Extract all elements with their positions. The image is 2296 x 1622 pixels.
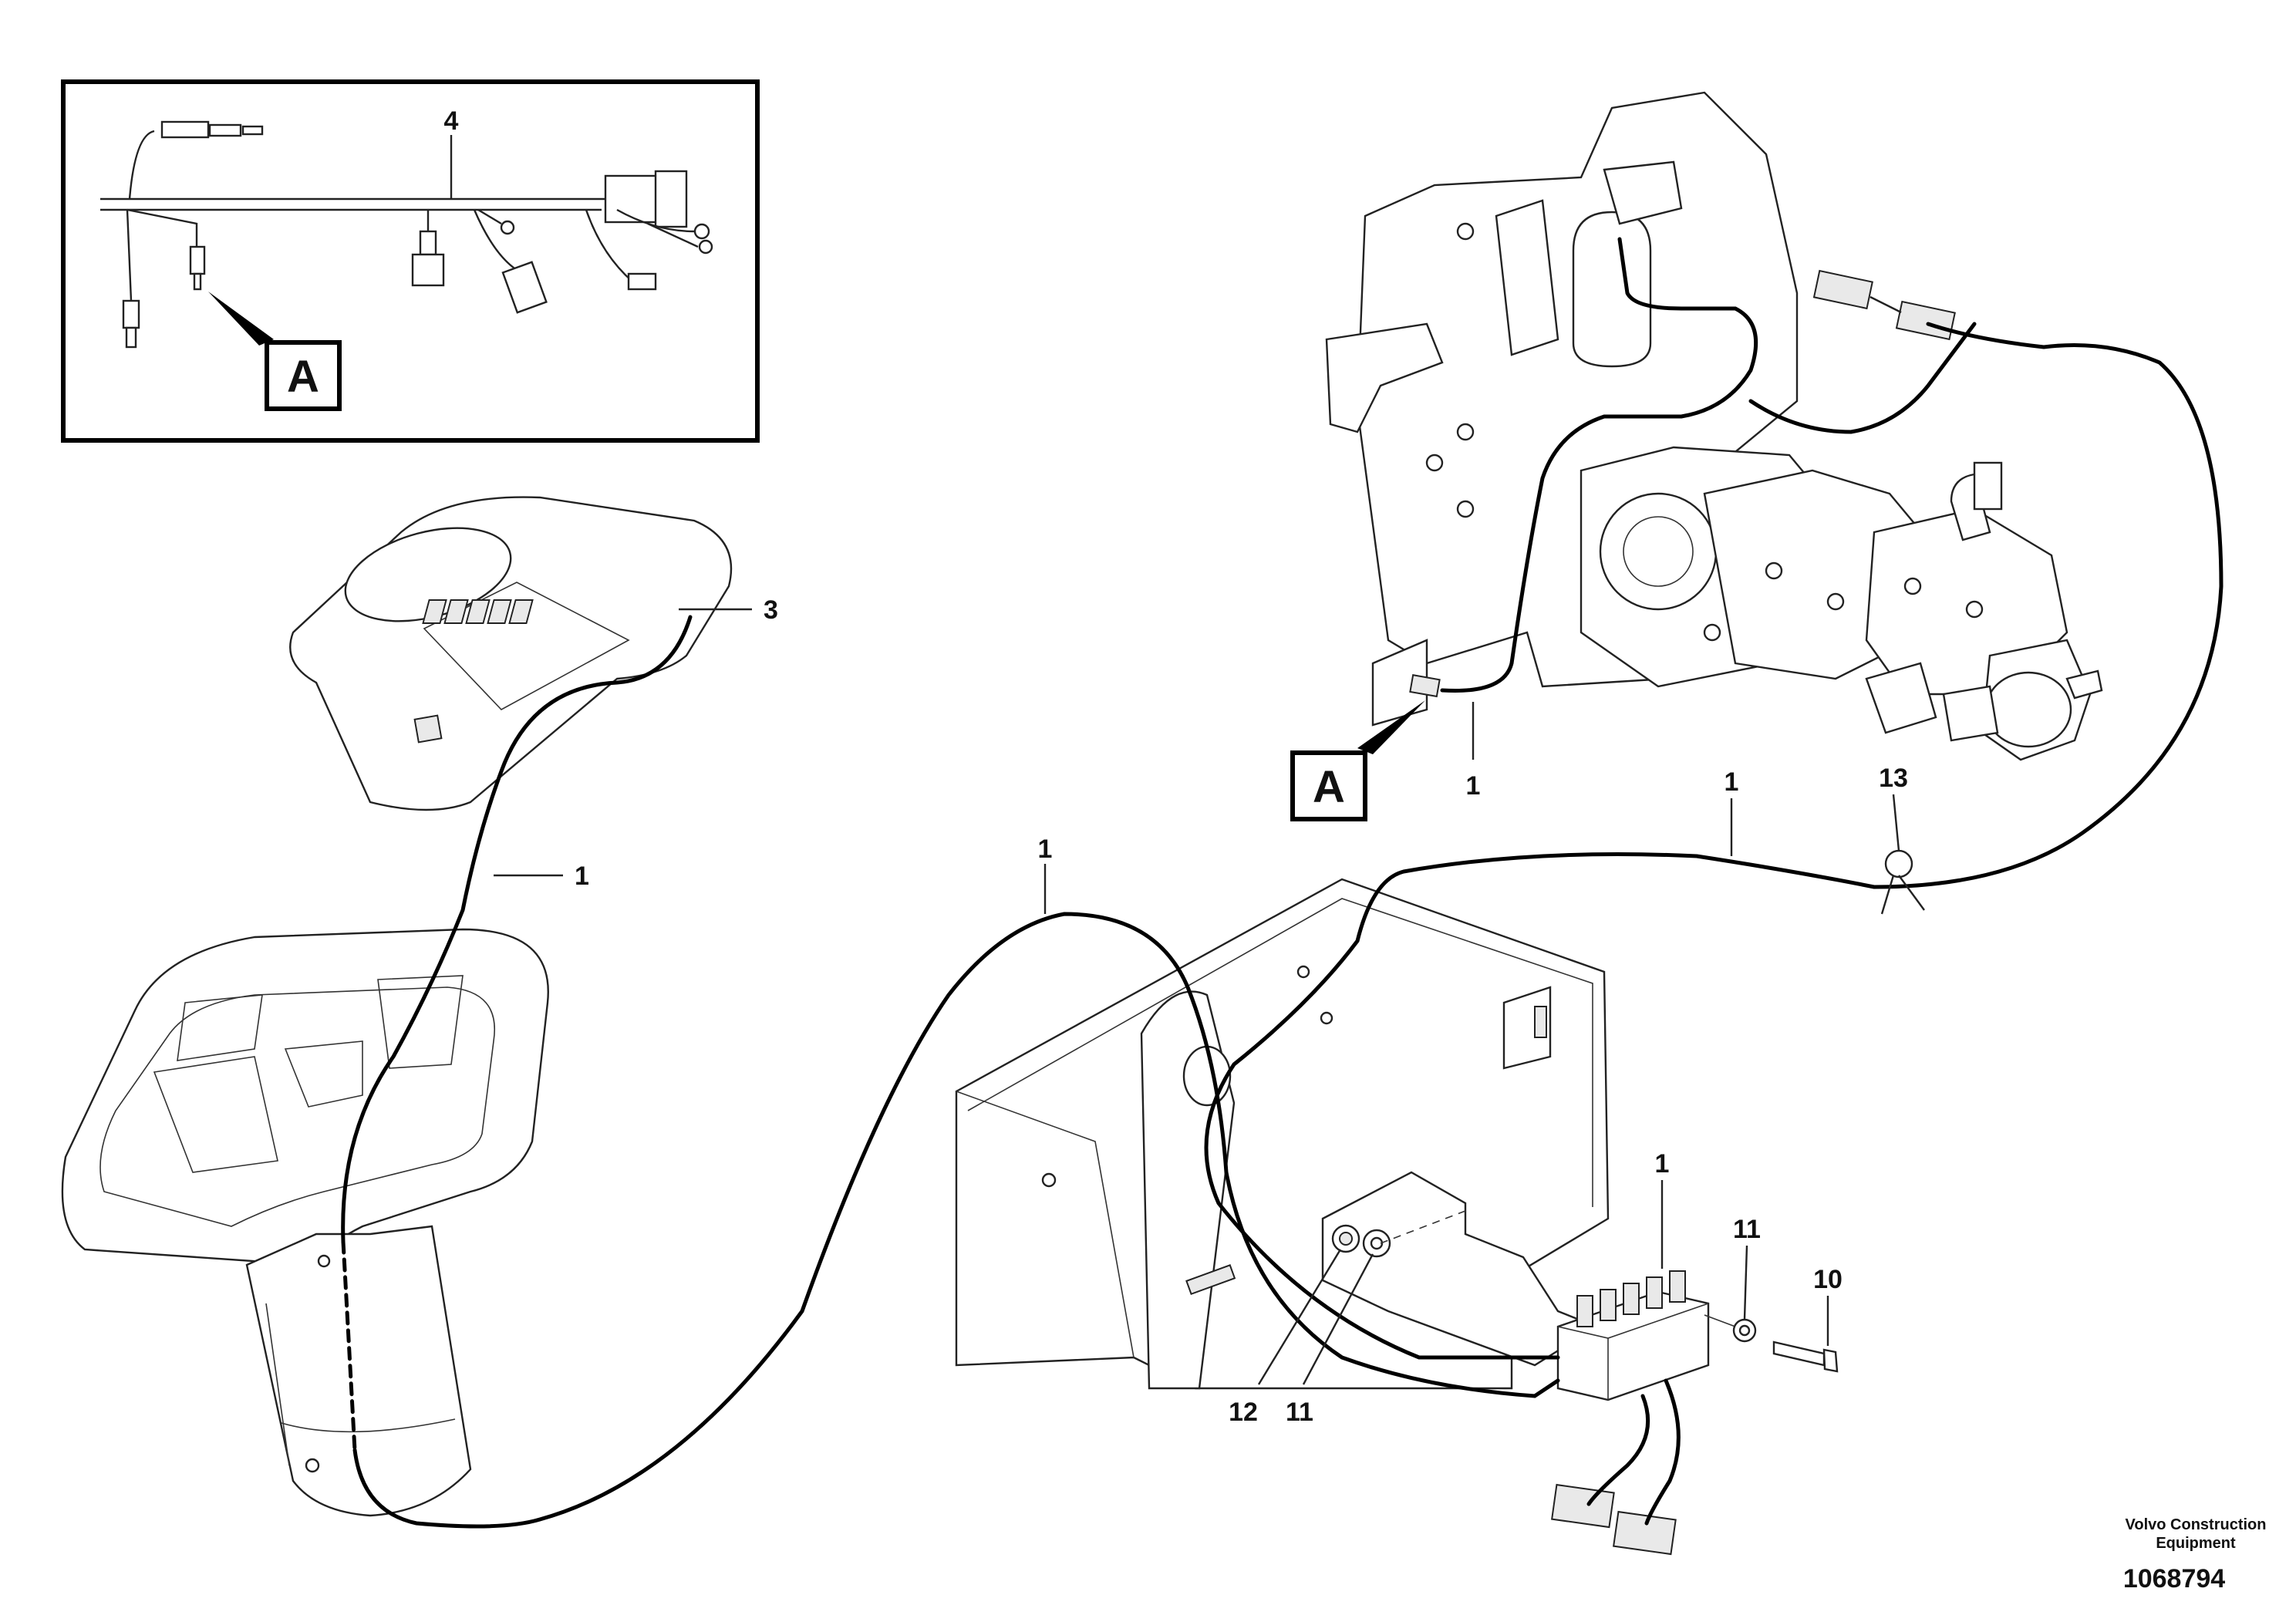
bolt-axis: [1704, 1314, 1736, 1327]
switch-panel: [289, 496, 733, 811]
cable-tie-13: [1880, 849, 1925, 915]
callout-1-right: 1: [1725, 767, 1739, 797]
callout-11-left: 11: [1286, 1398, 1313, 1427]
harness-1: [341, 237, 2224, 1529]
callout-1-left: 1: [575, 862, 589, 891]
callout-1-center: 1: [1038, 835, 1053, 864]
relay-block: [1556, 1270, 1710, 1401]
frame-assembly: [955, 878, 1610, 1390]
leader-11-left: [1302, 1253, 1374, 1385]
leader-11-right: [1743, 1245, 1748, 1320]
washer-11-right: [1732, 1318, 1757, 1343]
inset-detail: 4 A: [61, 79, 760, 443]
marker-a-engine: A: [1313, 762, 1345, 812]
mounting-axis: [1380, 1210, 1466, 1244]
connector-plugs-bottom: [1551, 1483, 1677, 1556]
credit-line1: Volvo Construction: [2126, 1516, 2267, 1533]
marker-a-inset: A: [287, 352, 319, 402]
callout-10: 10: [1813, 1265, 1843, 1294]
detail-marker-inset: A: [208, 292, 342, 411]
engine-connector: [1409, 674, 1441, 698]
connector-plugs-top: [1812, 269, 1956, 341]
callout-12: 12: [1229, 1398, 1258, 1427]
callout-3: 3: [764, 595, 778, 625]
washer-12: [1331, 1224, 1360, 1253]
engine-assembly: [1325, 91, 2103, 761]
footer-credit: Volvo Construction Equipment 1068794: [2123, 1516, 2267, 1593]
inset-frame: [61, 79, 760, 443]
operator-console: [61, 928, 549, 1517]
leader-12: [1257, 1249, 1342, 1385]
callout-13: 13: [1879, 764, 1908, 793]
switch-bank: [422, 599, 534, 624]
callout-11-right: 11: [1733, 1215, 1761, 1244]
callout-1-block: 1: [1655, 1149, 1670, 1179]
detail-marker-engine: A: [1290, 700, 1425, 821]
callout-1-top: 1: [1466, 771, 1481, 801]
callout-4: 4: [444, 106, 459, 136]
harness-4-drawing: [100, 120, 713, 349]
leader-13: [1892, 794, 1900, 851]
document-number: 1068794: [2123, 1564, 2225, 1593]
washer-11-left: [1362, 1229, 1391, 1258]
bolt-10: [1772, 1340, 1839, 1373]
credit-line2: Equipment: [2156, 1535, 2236, 1552]
